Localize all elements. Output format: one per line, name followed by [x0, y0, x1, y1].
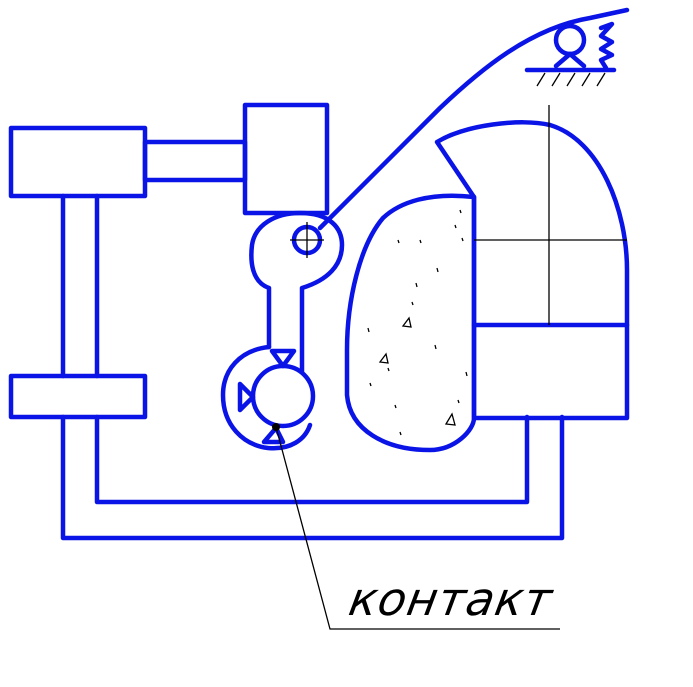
upper-left-block: [8, 125, 148, 199]
lower-left-block: [8, 373, 148, 420]
contact-marker-top: [269, 348, 297, 369]
contact-outer-arc: [220, 344, 313, 451]
contact-marker-bottom: [261, 425, 286, 445]
support-roller: [553, 23, 587, 57]
upper-square-block: [242, 102, 330, 216]
support-hatching: [536, 72, 606, 87]
contact-ball: [250, 363, 316, 429]
right-body: [434, 120, 630, 421]
inclined-arm: [317, 7, 630, 231]
support-legs: [553, 51, 587, 69]
fill-body: [344, 193, 477, 453]
contact-marker-left: [237, 381, 256, 413]
bottom-frame-inner: [94, 414, 530, 505]
contact-leader-line: [275, 426, 560, 630]
fill-texture: [367, 209, 468, 436]
horizontal-connector: [142, 139, 248, 183]
lever-link: [249, 210, 345, 375]
spring: [598, 21, 615, 71]
bottom-frame-outer: [60, 414, 565, 541]
contact-label: контакт: [345, 572, 558, 626]
